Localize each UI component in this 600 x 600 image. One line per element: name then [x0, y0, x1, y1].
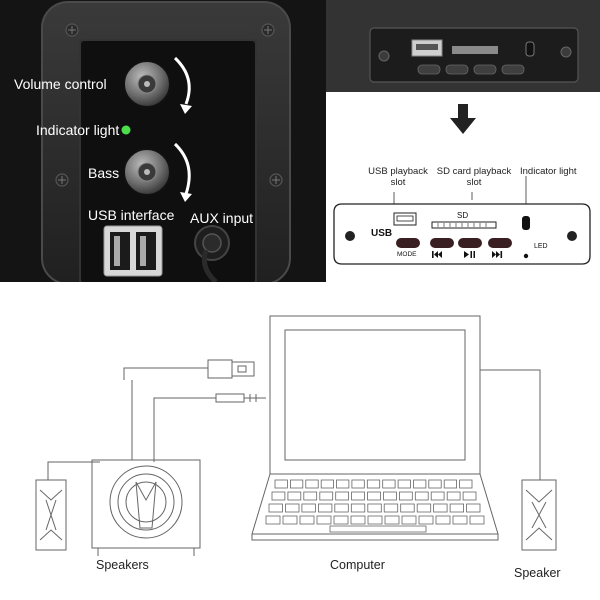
board-mode-text: MODE — [397, 251, 417, 258]
keyboard-icon — [265, 479, 485, 533]
keyboard-key — [320, 479, 335, 489]
keyboard-key — [383, 491, 397, 501]
sd-playback-slot-label: SD card playback slot — [436, 166, 512, 188]
subwoofer-icon — [91, 459, 201, 556]
keyboard-key — [351, 479, 365, 489]
keyboard-key — [452, 515, 468, 525]
spacebar-key — [329, 525, 427, 533]
keyboard-key — [319, 491, 334, 501]
keyboard-key — [367, 515, 383, 525]
left-speaker-icon — [35, 479, 67, 551]
playback-board-panel: USB playback slot SD card playback slot … — [326, 0, 600, 282]
volume-knob-icon — [123, 60, 171, 108]
keyboard-key — [397, 479, 411, 489]
keyboard-key — [274, 479, 288, 489]
keyboard-key — [413, 479, 427, 489]
keyboard-key — [265, 515, 281, 525]
keyboard-key — [414, 491, 429, 501]
aux-jack-icon — [194, 225, 230, 282]
down-arrow-icon — [450, 104, 476, 134]
keyboard-key — [469, 515, 485, 525]
keyboard-key — [282, 515, 298, 525]
volume-control-label: Volume control — [14, 76, 107, 92]
speaker-back-panel-photo: Volume control Indicator light Bass USB … — [0, 0, 326, 282]
keyboard-key — [383, 503, 399, 513]
next-icon — [492, 251, 503, 258]
keyboard-key — [433, 503, 448, 513]
keyboard-key — [418, 515, 434, 525]
keyboard-key — [430, 491, 445, 501]
keyboard-key — [401, 515, 417, 525]
connection-diagram — [35, 315, 557, 556]
aux-input-label: AUX input — [190, 210, 254, 226]
keyboard-key — [299, 515, 315, 525]
keyboard-key — [459, 479, 473, 489]
keyboard-key — [382, 479, 396, 489]
bass-label: Bass — [88, 165, 120, 181]
keyboard-key — [367, 503, 382, 513]
keyboard-key — [305, 479, 319, 489]
keyboard-key — [336, 479, 350, 489]
keyboard-key — [446, 491, 461, 501]
play-pause-icon — [464, 251, 475, 258]
keyboard-key — [416, 503, 432, 513]
speaker-label: Speaker — [514, 566, 561, 580]
keyboard-key — [351, 491, 365, 501]
keyboard-key — [366, 479, 381, 489]
previous-icon — [432, 251, 442, 258]
keyboard-key — [289, 479, 304, 489]
keyboard-key — [268, 503, 283, 513]
keyboard-key — [334, 503, 349, 513]
keyboard-key — [466, 503, 481, 513]
keyboard-key — [435, 515, 451, 525]
usb-interface-label: USB interface — [88, 207, 175, 223]
laptop-icon — [251, 315, 499, 541]
board-indicator-light-label: Indicator light — [520, 166, 577, 177]
speakers-label: Speakers — [96, 558, 149, 572]
usb-port-icon — [103, 225, 163, 277]
keyboard-key — [462, 491, 477, 501]
right-speaker-icon — [521, 479, 557, 551]
keyboard-key — [449, 503, 465, 513]
indicator-light-label: Indicator light — [36, 122, 120, 138]
keyboard-key — [285, 503, 300, 513]
indicator-led-icon — [121, 125, 131, 135]
keyboard-key — [287, 491, 302, 501]
board-led-text: LED — [534, 243, 548, 250]
board-sd-text: SD — [457, 211, 469, 220]
usb-playback-slot-label: USB playback slot — [368, 166, 428, 188]
keyboard-key — [428, 479, 442, 489]
keyboard-key — [316, 515, 332, 525]
keyboard-key — [335, 491, 350, 501]
computer-label: Computer — [330, 558, 385, 572]
keyboard-key — [317, 503, 333, 513]
board-diagram — [333, 203, 591, 265]
bass-knob-icon — [123, 148, 171, 196]
speaker-panel-illustration — [0, 0, 326, 282]
keyboard-key — [350, 515, 366, 525]
keyboard-key — [443, 479, 458, 489]
keyboard-key — [398, 491, 413, 501]
keyboard-key — [384, 515, 400, 525]
playback-board-illustration — [326, 0, 600, 265]
keyboard-key — [271, 491, 286, 501]
board-usb-text: USB — [371, 228, 393, 239]
keyboard-key — [400, 503, 415, 513]
keyboard-key — [333, 515, 349, 525]
keyboard-key — [301, 503, 316, 513]
keyboard-key — [303, 491, 318, 501]
keyboard-key — [350, 503, 366, 513]
keyboard-key — [367, 491, 381, 501]
